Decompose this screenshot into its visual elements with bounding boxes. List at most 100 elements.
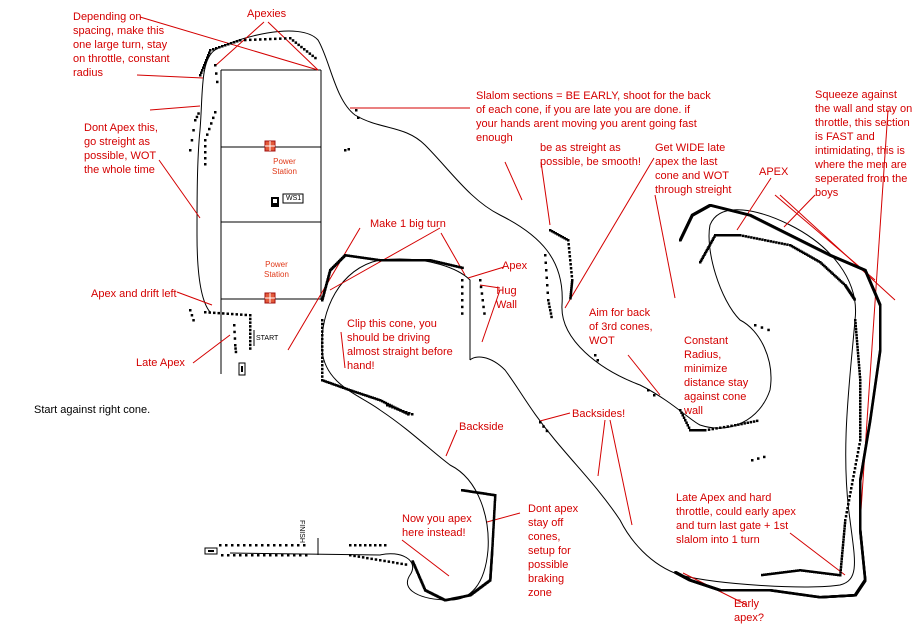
cone: [747, 235, 750, 239]
cone: [461, 292, 464, 295]
cone: [321, 296, 325, 299]
cone: [324, 287, 327, 290]
cone: [570, 283, 574, 286]
cone: [461, 489, 464, 492]
cone: [696, 429, 699, 432]
note-line: should be driving: [347, 332, 431, 344]
cone: [210, 122, 213, 125]
note-line: cones,: [528, 531, 561, 543]
cone: [408, 412, 411, 415]
cone: [357, 116, 360, 119]
cone: [219, 544, 222, 547]
cone: [821, 263, 825, 267]
cone: [859, 433, 862, 436]
cone: [321, 326, 324, 329]
cone: [323, 290, 326, 293]
cone: [491, 533, 495, 536]
cone: [473, 490, 476, 494]
cone: [843, 530, 846, 533]
cone: [767, 573, 770, 576]
cone: [491, 542, 494, 545]
cone: [321, 299, 324, 302]
cone: [781, 571, 784, 574]
cone: [212, 48, 215, 51]
cone: [740, 422, 743, 426]
cone: [842, 282, 846, 286]
cone: [235, 313, 238, 316]
cone: [419, 577, 422, 581]
cone: [264, 38, 267, 41]
cone: [843, 527, 846, 530]
note-dont-apex-stay-off: Dont apex stay off cones, setup for poss…: [528, 502, 578, 600]
cone: [737, 234, 741, 237]
cone: [379, 544, 382, 547]
cone: [474, 491, 478, 494]
cone: [249, 336, 252, 339]
cone: [722, 425, 726, 429]
note-apexies: Apexies: [247, 8, 287, 20]
cone: [429, 259, 432, 262]
cone: [388, 405, 392, 408]
cone: [347, 388, 350, 391]
cone: [859, 400, 862, 403]
cone: [489, 493, 493, 496]
note-line: Squeeze against: [815, 89, 897, 101]
cone: [275, 554, 278, 557]
cone: [741, 234, 745, 238]
cone: [700, 258, 704, 261]
cone: [353, 554, 356, 558]
cone: [409, 259, 412, 262]
cone: [374, 544, 377, 547]
cone: [480, 491, 483, 495]
cone: [215, 72, 218, 75]
cone: [424, 259, 427, 262]
cone: [483, 312, 486, 315]
cone: [842, 532, 846, 536]
cone: [838, 278, 841, 282]
cone: [859, 394, 862, 397]
cone: [331, 382, 334, 386]
cone: [490, 554, 494, 557]
cone: [366, 257, 370, 260]
cone: [234, 350, 238, 354]
cone: [773, 572, 776, 575]
cone: [324, 380, 327, 383]
cone: [827, 572, 830, 575]
cone: [793, 569, 796, 573]
cone: [379, 559, 382, 562]
cone: [417, 572, 420, 576]
cone: [279, 37, 282, 40]
cone: [761, 238, 764, 241]
note-now-you-apex: Now you apex here instead!: [402, 512, 472, 540]
cone: [285, 544, 288, 547]
cone: [754, 324, 757, 327]
cone: [712, 237, 715, 240]
cone: [492, 528, 495, 531]
start-label: START: [256, 335, 279, 342]
note-line: radius: [73, 67, 103, 79]
cone: [379, 259, 382, 262]
cone: [859, 439, 862, 442]
cone: [841, 549, 844, 552]
cone: [386, 259, 389, 262]
cone: [807, 254, 810, 257]
cone: [322, 294, 325, 297]
cone: [763, 455, 766, 459]
note-line: almost straight before: [347, 346, 453, 358]
cone: [653, 394, 656, 397]
cone: [470, 490, 474, 493]
note-apex: Apex: [502, 260, 528, 272]
cone: [799, 569, 802, 572]
cone: [212, 116, 215, 120]
note-aim-back: Aim for back of 3rd cones, WOT: [589, 306, 653, 348]
cone: [422, 585, 425, 588]
note-line: one large turn, stay: [73, 39, 168, 51]
note-line: of 3rd cones,: [589, 321, 653, 333]
cone: [760, 326, 764, 329]
cone: [233, 330, 236, 334]
cone: [359, 256, 363, 259]
cone: [444, 262, 447, 266]
cone: [194, 119, 197, 122]
cone: [571, 279, 574, 282]
cone: [364, 544, 367, 547]
